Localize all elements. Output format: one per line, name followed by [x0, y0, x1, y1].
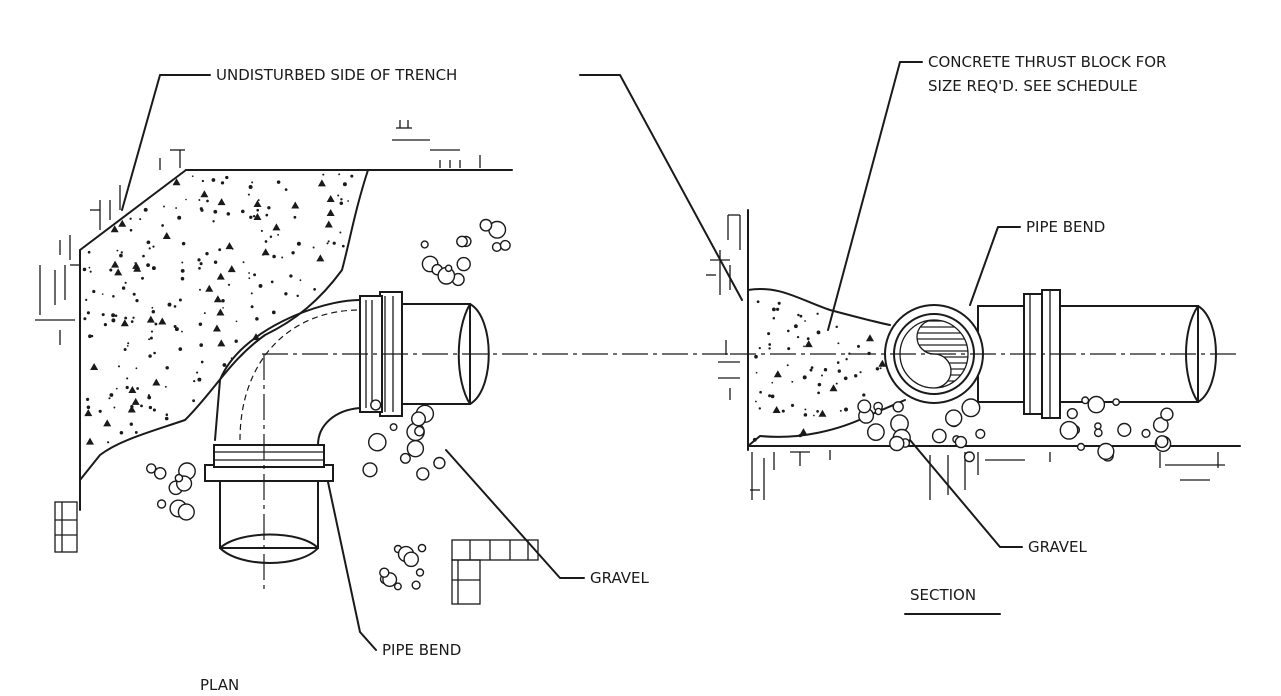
section-thrust-block: [747, 288, 906, 447]
undisturbed-leader-right: [579, 74, 743, 301]
plan-title: PLAN: [200, 676, 239, 694]
section-gravel: [857, 395, 1174, 463]
thrust-block-leader: [827, 61, 923, 331]
plan-concrete-aggregate: [82, 173, 354, 445]
plan-gravel-label: GRAVEL: [590, 569, 649, 587]
section-view: CONCRETE THRUST BLOCK FOR SIZE REQ'D. SE…: [706, 53, 1241, 615]
plan-vertical-pipe: [204, 444, 334, 564]
undisturbed-leader: [121, 74, 211, 211]
section-gravel-label: GRAVEL: [1028, 538, 1087, 556]
undisturbed-label: UNDISTURBED SIDE OF TRENCH: [216, 66, 457, 84]
plan-pipe-bend-leader: [327, 481, 377, 651]
plan-gravel-leader: [445, 449, 585, 579]
plan-block-symbol: [451, 539, 539, 605]
section-pipe-bend-leader: [969, 226, 1021, 306]
section-gravel-leader: [909, 439, 1023, 548]
plan-pipe-bend-label: PIPE BEND: [382, 641, 461, 659]
thrust-block-label-line1: CONCRETE THRUST BLOCK FOR: [928, 53, 1166, 71]
plan-elbow-outline: [239, 309, 361, 441]
plan-view: UNDISTURBED SIDE OF TRENCH PIPE BEND GRA…: [35, 66, 743, 694]
plan-thrust-block: [79, 169, 369, 481]
plan-soil-hatch: [35, 120, 481, 553]
plan-pipe-elbow: [214, 299, 361, 446]
section-title: SECTION: [910, 586, 976, 604]
section-pipe-bend-label: PIPE BEND: [1026, 218, 1105, 236]
plan-gravel: [145, 218, 511, 591]
section-concrete-aggregate: [752, 300, 887, 442]
thrust-block-label-line2: SIZE REQ'D. SEE SCHEDULE: [928, 77, 1138, 95]
section-soil-hatch: [706, 214, 1225, 500]
